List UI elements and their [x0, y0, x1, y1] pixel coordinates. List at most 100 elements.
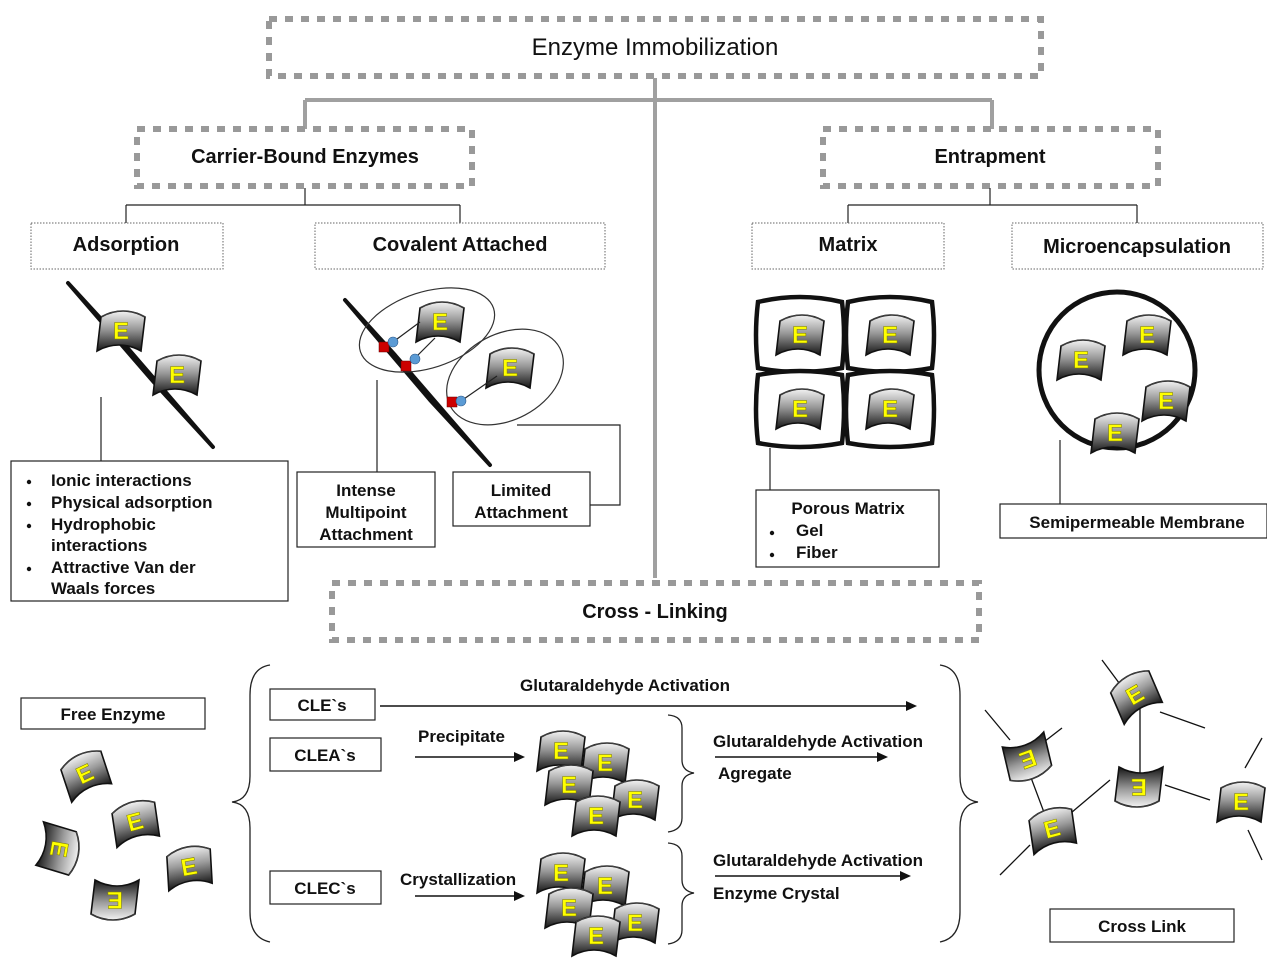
- cleas-label: CLEA`s: [294, 746, 355, 765]
- blue-linker-marker: [387, 336, 399, 348]
- enzyme-icon: [485, 347, 535, 389]
- carrier-branch-lines: [125, 188, 461, 223]
- bullet-text: Attractive Van der: [51, 558, 196, 577]
- cles-label: CLE`s: [297, 696, 346, 715]
- carrier-bound-title: Carrier-Bound Enzymes: [191, 146, 419, 168]
- free-enzyme-box: [20, 697, 206, 730]
- left-brace: [231, 664, 271, 943]
- clecs-label: CLEC`s: [294, 879, 355, 898]
- enzyme-icon: [1056, 339, 1106, 381]
- microencapsulation-label: Microencapsulation: [1043, 236, 1231, 258]
- glutaraldehyde-label-3: Glutaraldehyde Activation: [713, 851, 923, 870]
- enzyme-icon: [161, 842, 217, 892]
- enzyme-icon: [775, 314, 825, 356]
- main-connectors: [303, 78, 994, 578]
- red-anchor-marker: [400, 360, 412, 372]
- enzyme-icon: [415, 301, 465, 343]
- main-title: Enzyme Immobilization: [532, 34, 779, 61]
- enzyme-icon: [1114, 766, 1164, 808]
- glutaraldehyde-label-1: Glutaraldehyde Activation: [520, 676, 730, 695]
- free-enzyme-label: Free Enzyme: [61, 705, 166, 724]
- matrix-item-gel: Gel: [796, 521, 823, 540]
- red-anchor-marker: [378, 341, 390, 353]
- porous-matrix-box: [755, 489, 940, 568]
- entrapment-title: Entrapment: [934, 146, 1045, 168]
- title-box: [266, 16, 1044, 79]
- agregate-label: Agregate: [718, 764, 792, 783]
- matrix-item-fiber: Fiber: [796, 543, 838, 562]
- limited-attachment-label: Limited: [491, 481, 551, 500]
- enzyme-icon: [96, 310, 146, 352]
- enzyme-icon: [152, 354, 202, 396]
- limited-attachment-label: Attachment: [474, 503, 568, 522]
- adsorption-label: Adsorption: [73, 234, 180, 256]
- red-anchor-marker: [446, 396, 458, 408]
- covalent-label: Covalent Attached: [373, 234, 548, 256]
- enzyme-icon: [571, 795, 621, 837]
- enzyme-icon: [34, 821, 84, 877]
- enzyme-icon: [105, 795, 165, 849]
- carrier-bound-box: [134, 126, 475, 189]
- bullet-dot: [26, 566, 32, 572]
- entrapment-branch-lines: [847, 188, 1138, 223]
- matrix-box: [751, 222, 945, 270]
- intense-multipoint-box: [296, 471, 436, 548]
- cross-linking-box: [329, 580, 982, 643]
- enzyme-icon: [1090, 412, 1140, 454]
- bullet-text: Ionic interactions: [51, 471, 192, 490]
- covalent-leaders: [376, 380, 621, 506]
- cross-link-box: [1049, 908, 1235, 943]
- intense-multipoint-label: Intense: [336, 481, 396, 500]
- enzyme-icon: [53, 744, 117, 804]
- enzyme-icon: [1141, 380, 1191, 422]
- enzyme-icon: [865, 314, 915, 356]
- aggregate-brace: [667, 714, 695, 833]
- semipermeable-caption: Semipermeable Membrane: [1029, 513, 1244, 532]
- cleas-box: [269, 737, 382, 772]
- enzyme-icon: [571, 915, 621, 957]
- enzyme-icon: [1022, 802, 1082, 856]
- glutaraldehyde-label-2: Glutaraldehyde Activation: [713, 732, 923, 751]
- multipoint-ellipse: [358, 287, 496, 373]
- crystallization-label: Crystallization: [400, 870, 516, 889]
- adsorption-box: [30, 222, 224, 270]
- bullet-text: interactions: [51, 536, 147, 555]
- enzyme-icon: [997, 731, 1059, 787]
- precipitate-label: Precipitate: [418, 727, 505, 746]
- bullet-text: Hydrophobic: [51, 515, 156, 534]
- enzyme-icon: [536, 852, 586, 894]
- adsorption-bullets-box: [10, 460, 289, 602]
- intense-multipoint-label: Attachment: [319, 525, 413, 544]
- enzyme-crystal-label: Enzyme Crystal: [713, 884, 840, 903]
- blue-linker-marker: [455, 395, 467, 407]
- limited-attachment-box: [452, 471, 591, 527]
- bullet-dot: [769, 530, 775, 536]
- entrapment-box: [820, 126, 1161, 189]
- enzyme-icon: [1216, 781, 1266, 823]
- bullet-dot: [26, 523, 32, 529]
- porous-matrix-caption: Porous Matrix: [791, 499, 905, 518]
- bullet-text: Waals forces: [51, 579, 155, 598]
- intense-multipoint-label: Multipoint: [325, 503, 407, 522]
- semipermeable-box: [999, 503, 1267, 539]
- cles-box: [269, 688, 376, 721]
- cross-link-label: Cross Link: [1098, 917, 1186, 936]
- enzyme-icon: [1122, 314, 1172, 356]
- enzyme-icon: [90, 879, 140, 921]
- enzyme-icon: [865, 388, 915, 430]
- bullet-dot: [26, 479, 32, 485]
- adsorption-bullet-list: Ionic interactions Physical adsorption H…: [26, 471, 213, 598]
- bullet-dot: [26, 501, 32, 507]
- matrix-label: Matrix: [819, 234, 878, 256]
- blue-linker-marker: [409, 353, 421, 365]
- bullet-text: Physical adsorption: [51, 493, 213, 512]
- crystal-brace: [667, 842, 695, 945]
- right-brace: [939, 664, 979, 943]
- microencapsulation-box: [1011, 222, 1264, 270]
- enzyme-icon: [775, 388, 825, 430]
- flow-arrows: [380, 701, 917, 901]
- cross-linking-title: Cross - Linking: [582, 601, 728, 623]
- clecs-box: [269, 870, 382, 905]
- bullet-dot: [769, 552, 775, 558]
